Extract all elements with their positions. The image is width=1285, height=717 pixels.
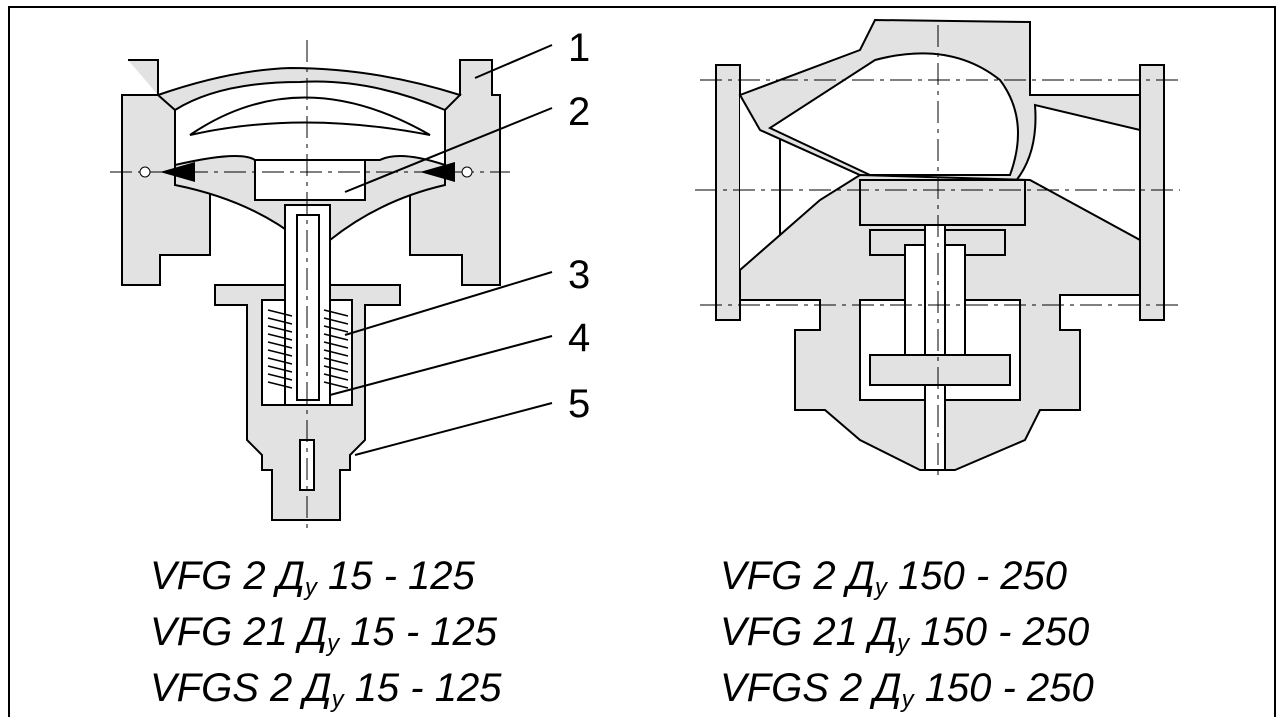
right-caption-3: VFGS 2 Ду 150 - 250: [720, 666, 1094, 713]
left-valve-section: [121, 59, 501, 521]
callout-5: 5: [568, 382, 591, 426]
left-caption-2: VFG 21 Ду 15 - 125: [150, 610, 498, 657]
right-caption-1: VFG 2 Ду 150 - 250: [720, 554, 1068, 601]
drawing-frame: [8, 6, 1276, 717]
callout-3: 3: [568, 253, 591, 297]
right-valve-section: [715, 18, 1165, 471]
left-caption-1: VFG 2 Ду 15 - 125: [150, 554, 475, 601]
callout-4: 4: [568, 316, 591, 360]
callout-1: 1: [568, 26, 591, 70]
callout-2: 2: [568, 90, 591, 134]
leader-lines: [329, 44, 553, 456]
flow-arrows: [139, 162, 473, 182]
right-caption-2: VFG 21 Ду 150 - 250: [720, 610, 1090, 657]
left-caption-3: VFGS 2 Ду 15 - 125: [150, 666, 502, 713]
